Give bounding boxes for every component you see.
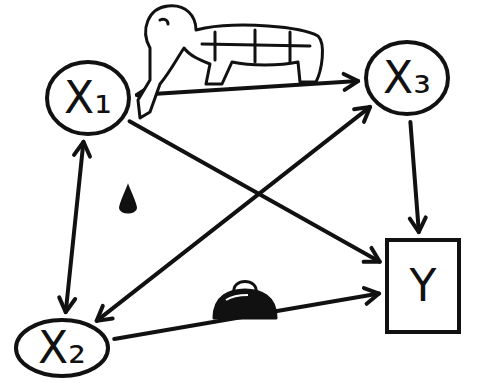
arrow-head [364, 248, 380, 262]
arrow-head [344, 74, 358, 90]
arrow-line [97, 107, 370, 321]
variable-label: Y [410, 264, 437, 308]
variable-label: X₃ [383, 56, 431, 100]
arrow-head [364, 288, 379, 304]
arrow-head [74, 142, 90, 157]
variable-circle: X₁ [45, 60, 131, 136]
arrow-line [130, 121, 380, 261]
arrow-line [137, 81, 358, 95]
causal-arrow [137, 74, 358, 102]
arrow-line [114, 294, 379, 339]
ink-drop [120, 186, 136, 213]
variable-circle: X₂ [14, 318, 110, 378]
circle-outline [47, 62, 129, 134]
causal-arrow [410, 122, 426, 232]
sheep-drawing [138, 6, 322, 118]
variable-label: X₂ [38, 326, 86, 370]
causal-arrow [130, 121, 380, 262]
causal-arrow [59, 142, 90, 312]
arrow-line [66, 142, 84, 312]
arrow-line [410, 122, 418, 232]
arrow-head [410, 217, 426, 232]
arrow-head [97, 306, 113, 321]
arrow-head [354, 107, 370, 122]
arrow-head [137, 86, 151, 102]
variable-label: X₁ [64, 76, 112, 120]
variable-circle: X₃ [364, 40, 450, 116]
kettlebell-drawing [214, 282, 276, 319]
causal-arrow [114, 288, 379, 339]
outcome-box: Y [385, 238, 461, 334]
circle-outline [366, 42, 448, 114]
causal-arrow [97, 107, 370, 321]
arrow-head [59, 297, 75, 312]
circle-outline [16, 320, 108, 376]
